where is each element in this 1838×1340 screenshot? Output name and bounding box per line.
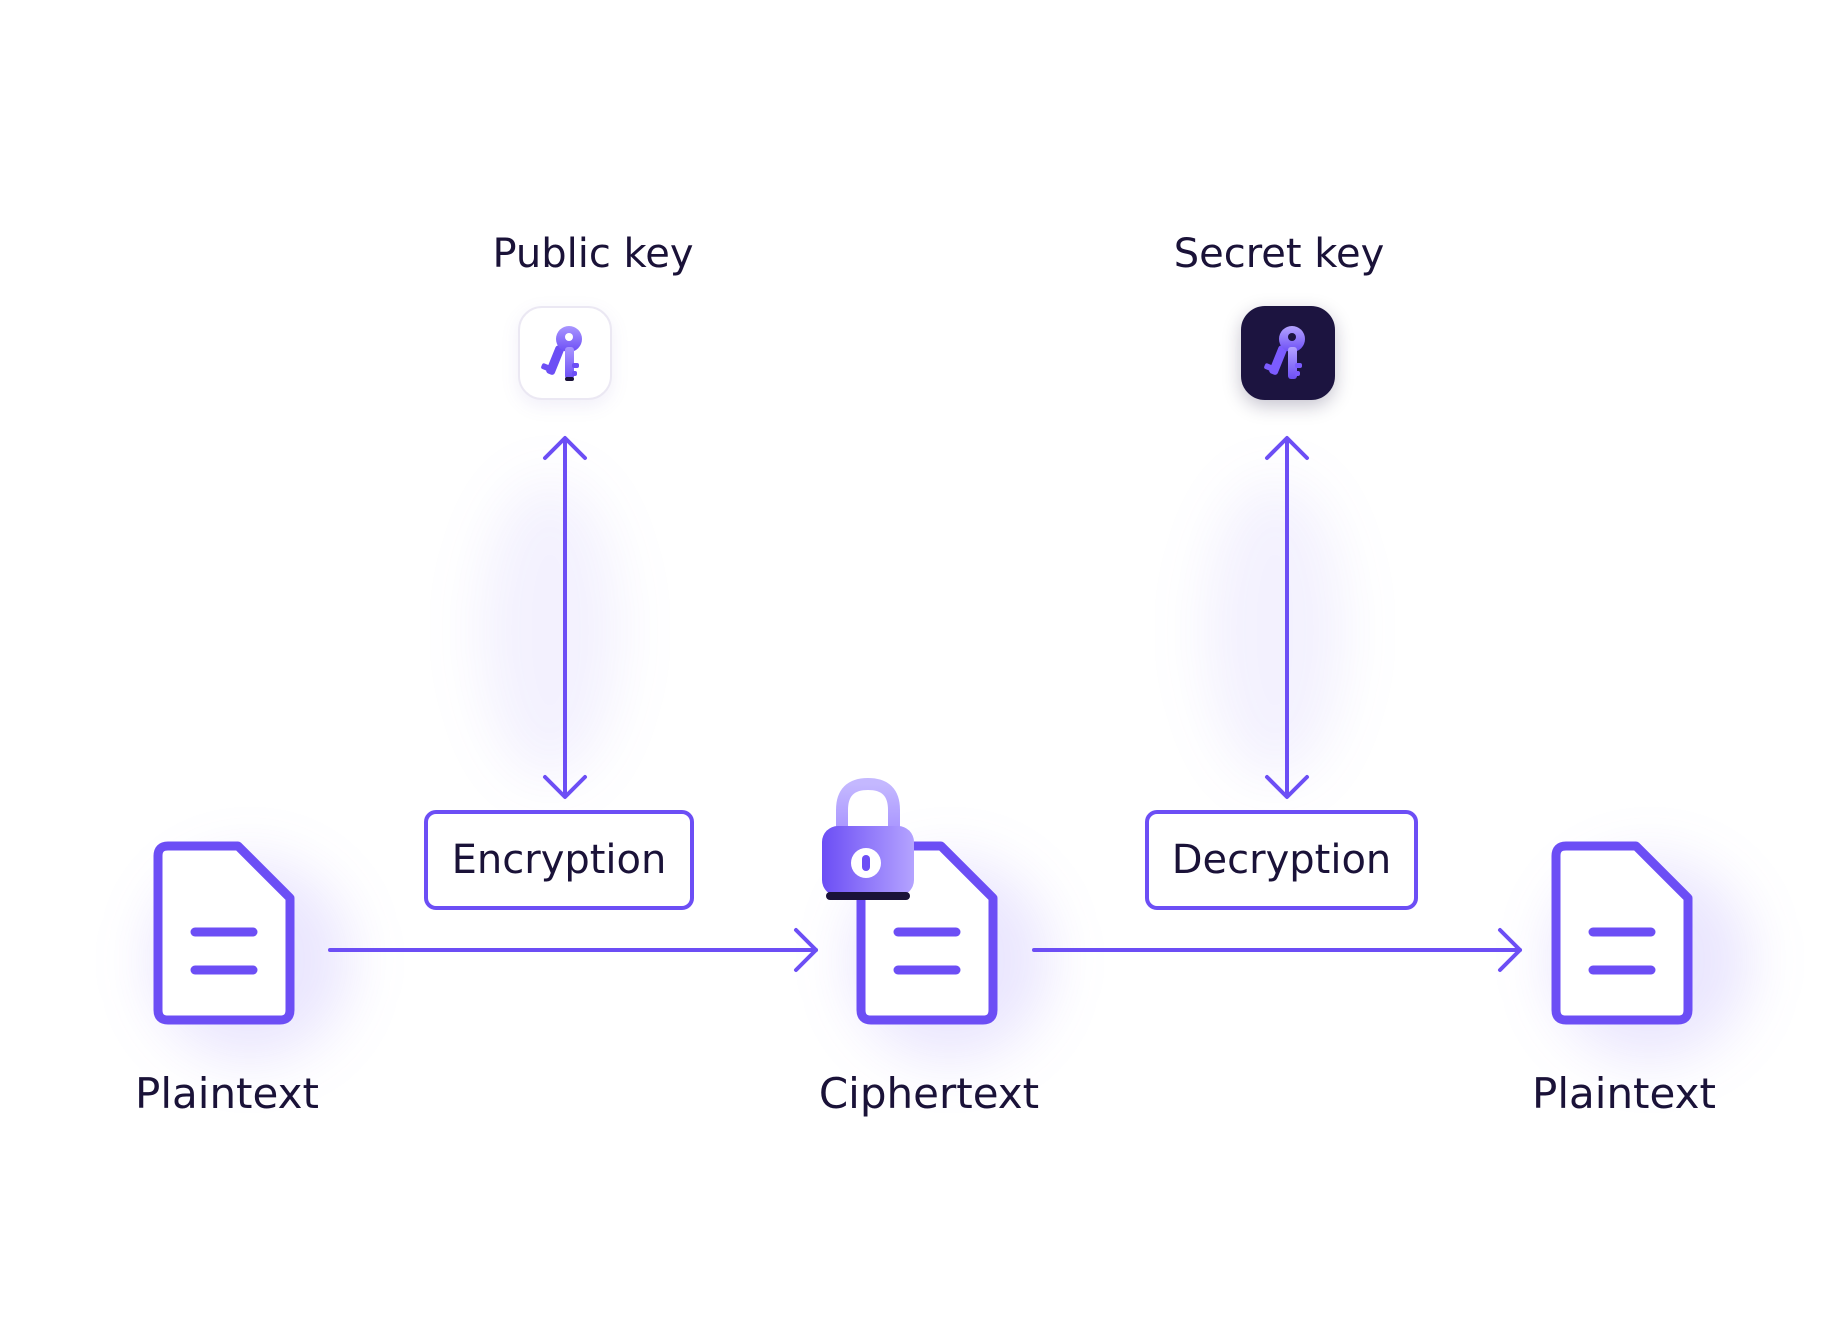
key-icon [1264,326,1305,379]
plaintext-output-label: Plaintext [1532,1069,1716,1118]
public-key-label: Public key [492,231,694,277]
decryption-box: Decryption [1145,810,1418,910]
encryption-box: Encryption [424,810,694,910]
secret-key-label: Secret key [1173,231,1385,277]
plaintext-input-document-icon [153,841,295,1025]
public-key-tile [518,306,612,400]
encrypt-flow-arrow [328,928,818,972]
decrypt-flow-arrow [1032,928,1522,972]
plaintext-output-document-icon [1551,841,1693,1025]
public-key-double-arrow [543,436,587,799]
secret-key-double-arrow [1265,436,1309,799]
key-icon [541,326,582,381]
lock-icon [822,777,914,900]
ciphertext-label: Ciphertext [818,1069,1040,1118]
plaintext-input-label: Plaintext [135,1069,319,1118]
secret-key-tile [1241,306,1335,400]
